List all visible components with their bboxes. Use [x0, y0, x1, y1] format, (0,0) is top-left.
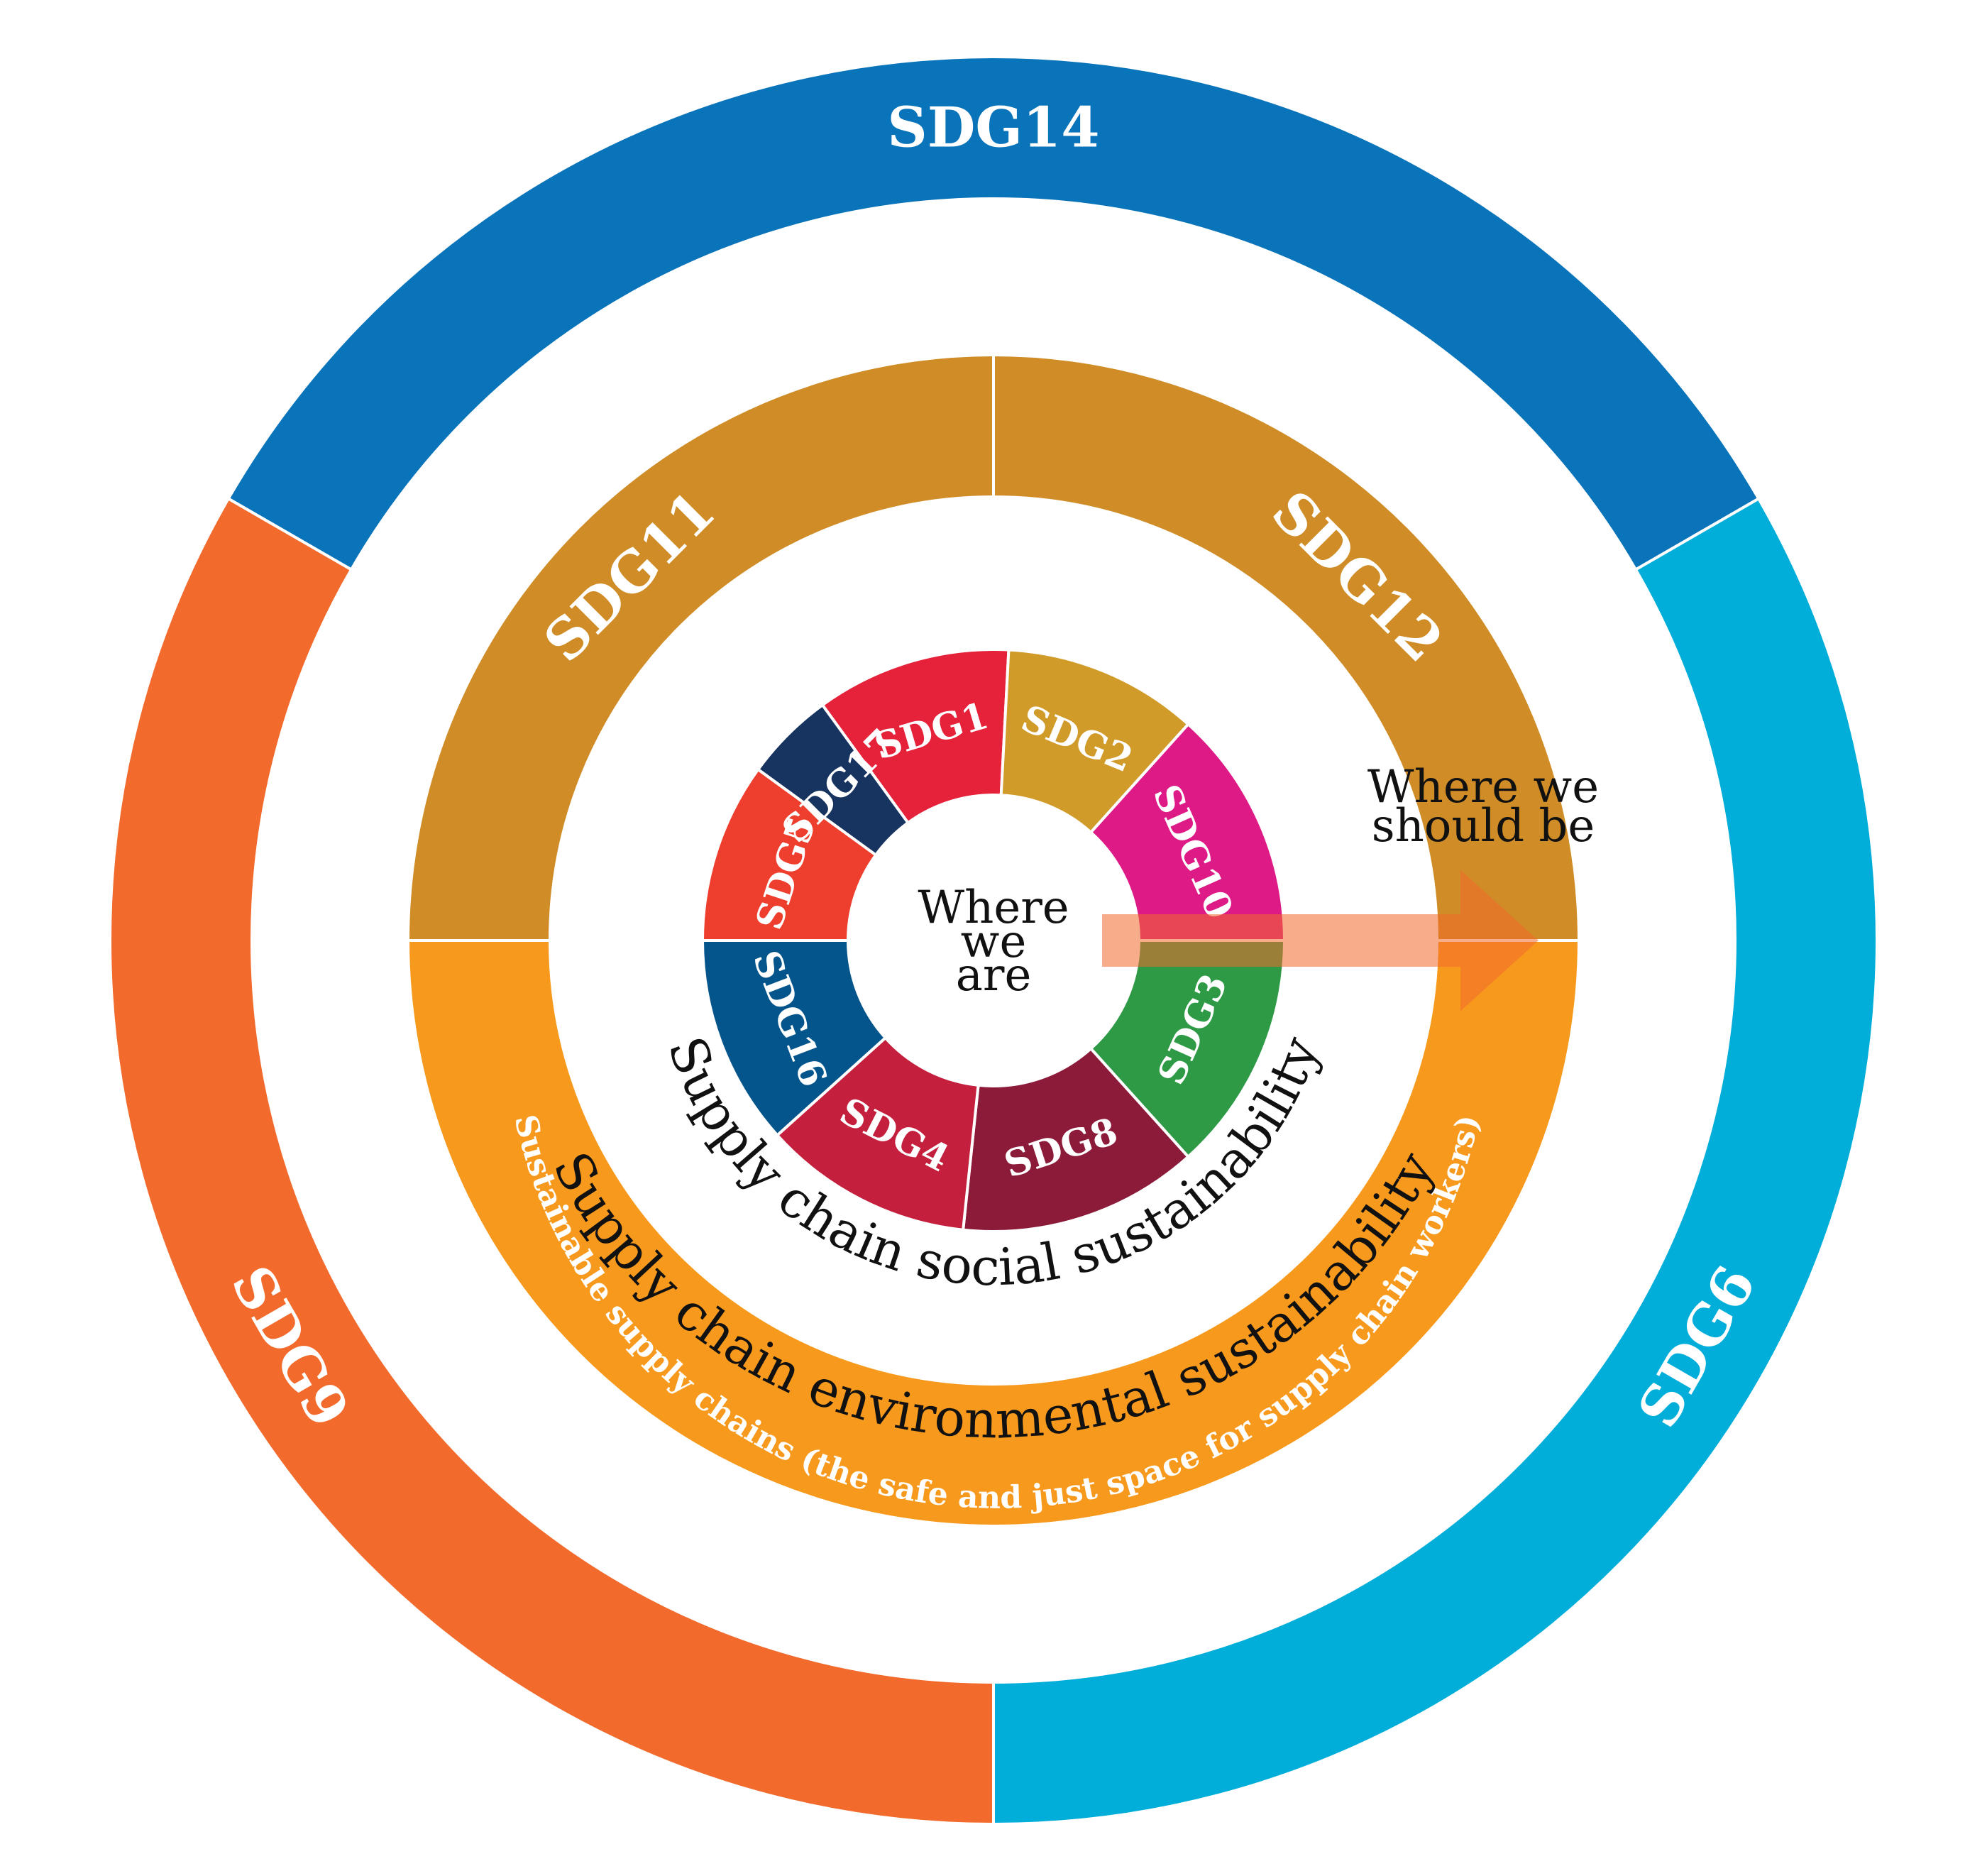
outer-segment-sdg6 [992, 496, 1878, 1826]
inner-segment-sdg5 [700, 767, 878, 942]
inner-segment-sdg16 [700, 939, 888, 1138]
where-we-are-label: Where we are [918, 882, 1069, 1002]
center-line-2: we [961, 916, 1027, 968]
target-line-1: Where we [1367, 761, 1599, 813]
inner-segment-sdg17 [756, 703, 910, 857]
sustainable-supply-chains-band [406, 939, 1581, 1527]
outer-segment-sdg14 [226, 55, 1761, 572]
inner-segment-sdg1 [820, 648, 1011, 825]
target-line-2: should be [1372, 800, 1595, 852]
middle-segment-sdg11 [406, 353, 995, 942]
middle-segment-sdg12 [992, 353, 1581, 942]
center-line-3: are [956, 949, 1032, 1002]
inner-segment-sdg8 [961, 1046, 1191, 1233]
inner-segment-sdg3 [1089, 939, 1287, 1159]
where-we-should-be-label: Where we should be [1367, 761, 1599, 852]
outer-segment-sdg9 [109, 496, 995, 1826]
inner-segment-sdg4 [775, 1036, 980, 1232]
inner-segment-sdg2 [999, 648, 1191, 835]
progress-arrow-icon [1102, 870, 1539, 1011]
center-line-1: Where [918, 882, 1069, 934]
outer-label-sdg14: SDG14 [887, 96, 1099, 160]
progress-arrow [1102, 870, 1539, 1011]
